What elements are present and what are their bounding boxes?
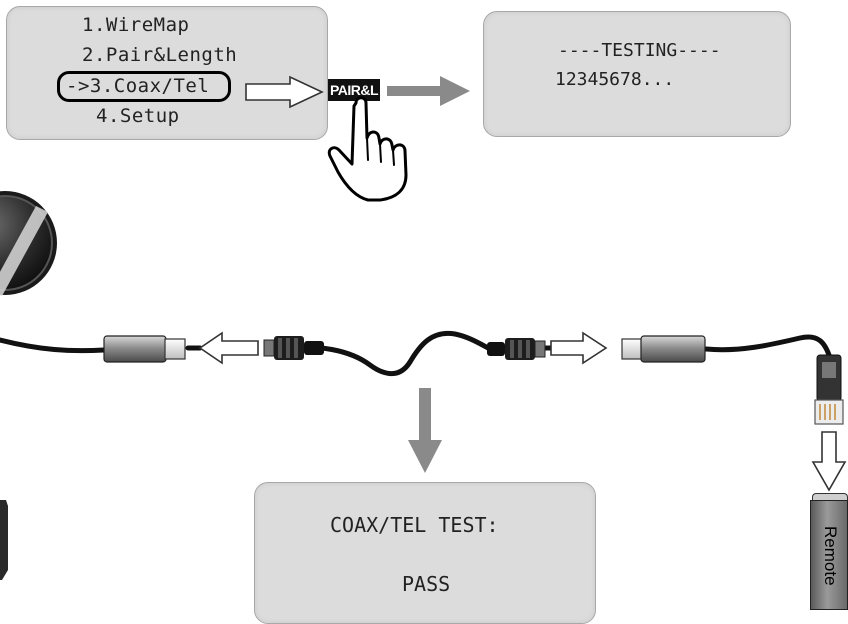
testing-lcd-screen (483, 11, 791, 137)
result-title-text: COAX/TEL TEST: (330, 513, 499, 537)
menu-item-coax-tel[interactable]: ->3.Coax/Tel (66, 75, 210, 97)
remote-unit (810, 500, 848, 610)
left-plug-icon (103, 335, 186, 363)
menu-item-pair-length[interactable]: 2.Pair&Length (82, 44, 238, 66)
testing-status-text: ----TESTING---- (558, 40, 721, 61)
tester-dial-icon (0, 191, 57, 296)
right-plug-icon (621, 335, 706, 363)
coax-cable (0, 330, 833, 377)
right-coax-connector-icon (487, 338, 546, 360)
menu-item-setup[interactable]: 4.Setup (96, 105, 180, 127)
hollow-arrow-left-icon (198, 331, 259, 365)
testing-progress-text: 12345678... (555, 69, 675, 90)
hollow-arrow-right-icon (245, 75, 324, 109)
result-lcd-screen (254, 482, 596, 624)
hollow-arrow-down-icon (811, 431, 847, 492)
pointing-hand-icon (327, 96, 408, 202)
left-coax-connector-icon (263, 336, 324, 360)
hollow-arrow-right-cable-icon (550, 331, 608, 365)
selected-item-highlight (57, 71, 231, 102)
pair-length-key-button[interactable]: PAIR&L (328, 79, 380, 101)
gray-arrow-down-icon (408, 388, 442, 473)
rj45-connector-icon (814, 354, 844, 425)
result-status-text: PASS (402, 572, 451, 596)
gray-arrow-right-icon (387, 76, 470, 106)
main-tester-device-edge-icon (0, 500, 8, 580)
menu-item-wiremap[interactable]: 1.WireMap (82, 14, 190, 36)
remote-label: Remote (821, 526, 840, 586)
